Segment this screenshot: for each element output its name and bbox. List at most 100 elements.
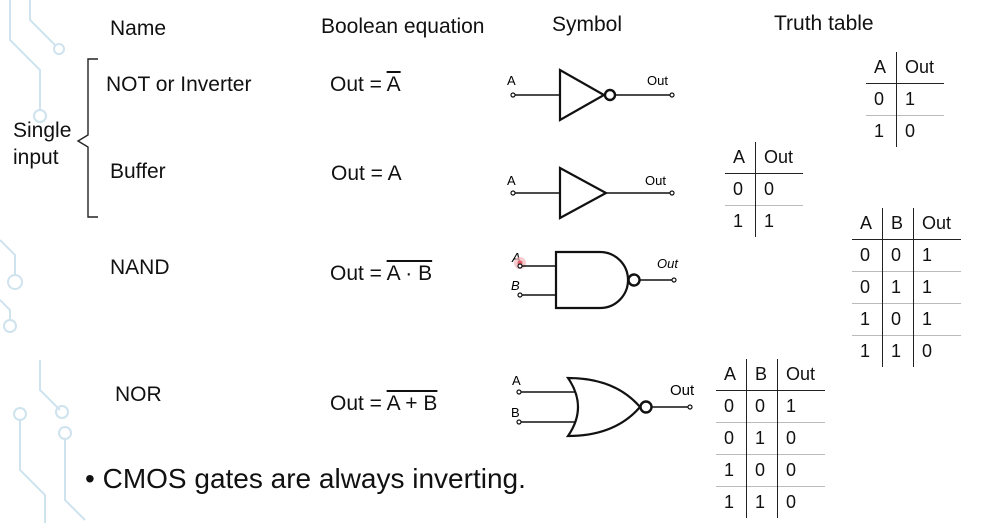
table-cell: 1 <box>913 303 962 336</box>
header-boolean-equation: Boolean equation <box>321 15 485 38</box>
equation-prefix: Out = <box>330 392 387 415</box>
equation-prefix: Out = <box>331 162 388 185</box>
table-header-cell: A <box>716 359 747 391</box>
single-input-line1: Single <box>13 119 72 142</box>
not-input-label: A <box>507 73 516 88</box>
input-terminal-b <box>517 292 523 298</box>
single-input-label: Single input <box>13 117 71 171</box>
table-cell: 1 <box>866 115 897 147</box>
gate-name-nand: NAND <box>110 256 170 279</box>
bullet-text: CMOS gates are always inverting. <box>102 463 526 494</box>
equation-prefix: Out = <box>330 262 387 285</box>
table-cell: 0 <box>852 271 883 304</box>
nor-output-label: Out <box>670 382 695 399</box>
inversion-bubble <box>603 88 617 102</box>
table-cell: 0 <box>882 239 914 272</box>
table-header-cell: Out <box>777 359 826 391</box>
and-body <box>554 250 630 310</box>
table-header-cell: A <box>725 142 756 174</box>
table-header-cell: Out <box>896 52 945 84</box>
table-cell: 0 <box>746 390 778 423</box>
gate-name-buffer: Buffer <box>110 160 166 183</box>
inversion-bubble <box>639 400 653 414</box>
nor-gate-symbol: A B Out <box>511 373 695 438</box>
buffer-gate-symbol: A Out <box>507 166 675 220</box>
table-cell: 0 <box>746 454 778 487</box>
nor-input-b-label: B <box>511 405 520 420</box>
output-terminal <box>687 404 693 410</box>
gate-name-not: NOT or Inverter <box>106 73 252 96</box>
equation-not: Out = A <box>330 73 401 97</box>
table-cell: 1 <box>725 205 756 237</box>
equation-nor: Out = A + B <box>330 392 437 416</box>
input-terminal <box>510 190 516 196</box>
table-cell: 0 <box>882 303 914 336</box>
equation-term: A <box>386 73 401 96</box>
table-cell: 1 <box>746 422 778 455</box>
nor-input-a-label: A <box>512 373 521 388</box>
equation-buffer: Out = A <box>331 162 402 186</box>
table-header-cell: B <box>746 359 778 391</box>
table-cell: 0 <box>716 422 747 455</box>
table-header-cell: A <box>852 208 883 240</box>
table-header-cell: Out <box>755 142 804 174</box>
equation-term: A · B <box>386 262 433 285</box>
table-cell: 1 <box>896 83 945 116</box>
input-terminal <box>510 92 516 98</box>
table-cell: 1 <box>913 239 962 272</box>
table-cell: 0 <box>755 173 804 206</box>
table-cell: 0 <box>777 454 826 487</box>
table-cell: 1 <box>882 335 914 367</box>
table-cell: 0 <box>777 422 826 455</box>
header-name: Name <box>110 17 167 40</box>
table-cell: 1 <box>852 303 883 336</box>
table-cell: 1 <box>716 454 747 487</box>
table-cell: 0 <box>896 115 945 147</box>
output-terminal <box>671 277 677 283</box>
output-terminal <box>669 190 675 196</box>
equation-prefix: Out = <box>330 73 387 96</box>
inversion-bubble <box>627 273 641 287</box>
or-body <box>565 376 642 438</box>
triangle-body <box>558 68 607 122</box>
equation-nand: Out = A · B <box>330 262 432 286</box>
table-cell: 0 <box>913 335 962 367</box>
nand-input-b-label: B <box>511 278 520 293</box>
not-gate-symbol: A Out <box>507 68 675 122</box>
table-cell: 0 <box>860 245 871 265</box>
input-terminal-b <box>516 419 522 425</box>
single-input-line2: input <box>13 146 59 169</box>
equation-term: A + B <box>386 392 438 415</box>
table-header-cell: Out <box>913 208 962 240</box>
equation-term: A <box>387 162 402 185</box>
gate-name-nor: NOR <box>115 383 162 406</box>
background-decoration <box>0 0 86 523</box>
table-cell: 0 <box>777 486 826 518</box>
table-cell: 1 <box>913 271 962 304</box>
nand-gate-symbol: A B Out <box>511 250 679 310</box>
input-terminal-a <box>517 263 523 269</box>
table-cell: 0 <box>733 179 744 199</box>
bullet-point: • CMOS gates are always inverting. <box>85 463 526 495</box>
table-cell: 1 <box>755 205 804 237</box>
header-truth-table: Truth table <box>774 12 874 35</box>
table-cell: 1 <box>777 390 826 423</box>
input-terminal-a <box>516 389 522 395</box>
table-header-cell: A <box>866 52 897 84</box>
table-cell: 0 <box>724 396 735 416</box>
